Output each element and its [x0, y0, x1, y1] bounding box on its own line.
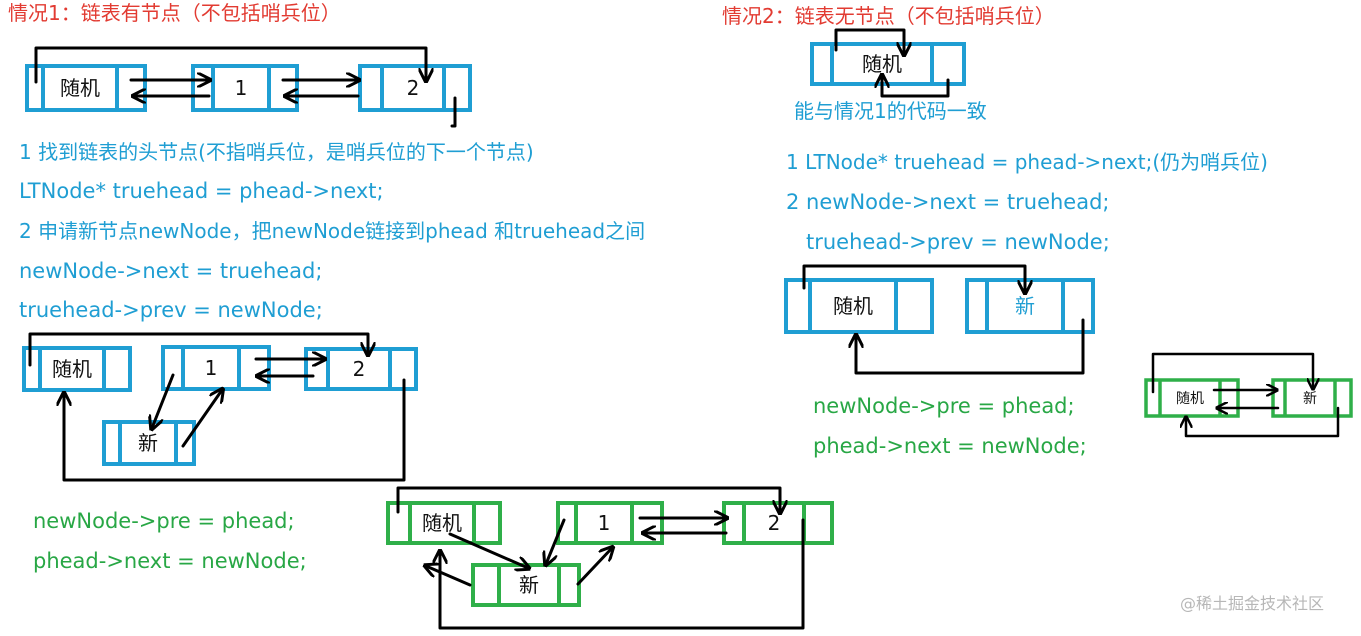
pointer-arrow-18 [546, 518, 566, 564]
pointer-arrow-5 [34, 46, 426, 84]
case2b-new-node-label: 新 [1015, 294, 1035, 318]
case2c-sentinel-node-label: 随机 [1176, 391, 1204, 407]
case1-sentinel-node-box [25, 64, 147, 112]
case2-note: 能与情况1的代码一致 [794, 99, 987, 123]
pointer-arrow-12 [181, 390, 222, 448]
case1c-sentinel-node-box [386, 501, 502, 545]
case1c-new-node-label: 新 [519, 573, 539, 597]
pointer-arrow-28 [1186, 406, 1340, 438]
case1-sentinel-node [25, 64, 147, 112]
pointer-arrow-17 [448, 532, 528, 568]
case2-step-1: 1 LTNode* truehead = phead->next;(仍为哨兵位) [786, 150, 1268, 174]
case2b-sentinel-node-label: 随机 [833, 294, 873, 318]
case2-green-step-1: newNode->pre = phead; [813, 394, 1075, 418]
pointer-arrow-21 [834, 28, 904, 54]
case1-step-3: 2 申请新节点newNode，把newNode链接到phead 和truehea… [19, 219, 646, 243]
case2-step-3: truehead->prev = newNode; [806, 230, 1110, 254]
case1-step-1: 1 找到链表的头节点(不指哨兵位，是哨兵位的下一个节点) [19, 140, 534, 164]
pointer-arrow-19 [576, 548, 612, 586]
pointer-arrow-11 [152, 373, 175, 428]
case1b-node-2-label: 2 [353, 357, 366, 381]
case1b-sentinel-node [22, 346, 132, 392]
case1b-node-1-label: 1 [205, 356, 218, 380]
pointer-arrow-9 [28, 332, 368, 367]
case1c-sentinel-node-label: 随机 [422, 511, 462, 535]
case1b-sentinel-node-label: 随机 [52, 357, 92, 381]
pointer-arrow-20 [426, 566, 472, 587]
case1-node-2-box [358, 64, 472, 112]
case1b-new-node [102, 420, 196, 466]
case1c-node-2-label: 2 [768, 511, 781, 535]
case1-title: 情况1：链表有节点（不包括哨兵位） [8, 1, 341, 25]
case1c-sentinel-node [386, 501, 502, 545]
case1-step-4: newNode->next = truehead; [19, 259, 323, 283]
case1-green-step-2: phead->next = newNode; [33, 549, 307, 573]
case1-step-2: LTNode* truehead = phead->next; [19, 179, 384, 203]
case2-sentinel-node-label: 随机 [862, 52, 902, 76]
case1-node-2 [358, 64, 472, 112]
case1c-node-1-label: 1 [598, 511, 611, 535]
pointer-arrow-10 [64, 378, 406, 482]
pointer-arrow-22 [882, 76, 950, 98]
case2-green-step-2: phead->next = newNode; [813, 434, 1087, 458]
case1-green-step-1: newNode->pre = phead; [33, 509, 295, 533]
case2c-new-node-label: 新 [1303, 391, 1317, 407]
pointer-arrow-24 [856, 318, 1085, 375]
pointer-arrow-23 [802, 264, 1025, 292]
watermark: @稀土掘金技术社区 [1180, 594, 1325, 613]
case1-step-5: truehead->prev = newNode; [19, 298, 323, 322]
case1-sentinel-node-label: 随机 [60, 76, 100, 100]
case1-node-1-label: 1 [235, 76, 248, 100]
case1b-new-node-label: 新 [138, 431, 158, 455]
pointer-arrow-27 [1151, 352, 1313, 394]
case2-title: 情况2：链表无节点（不包括哨兵位） [722, 4, 1055, 28]
case2b-sentinel-node [784, 278, 934, 334]
pointer-arrow-16 [440, 518, 805, 630]
case1-node-2-label: 2 [407, 76, 420, 100]
pointer-arrow-15 [396, 486, 780, 512]
case2-step-2: 2 newNode->next = truehead; [786, 190, 1110, 214]
case1c-node-1 [556, 501, 664, 545]
pointer-arrow-6 [450, 96, 457, 128]
